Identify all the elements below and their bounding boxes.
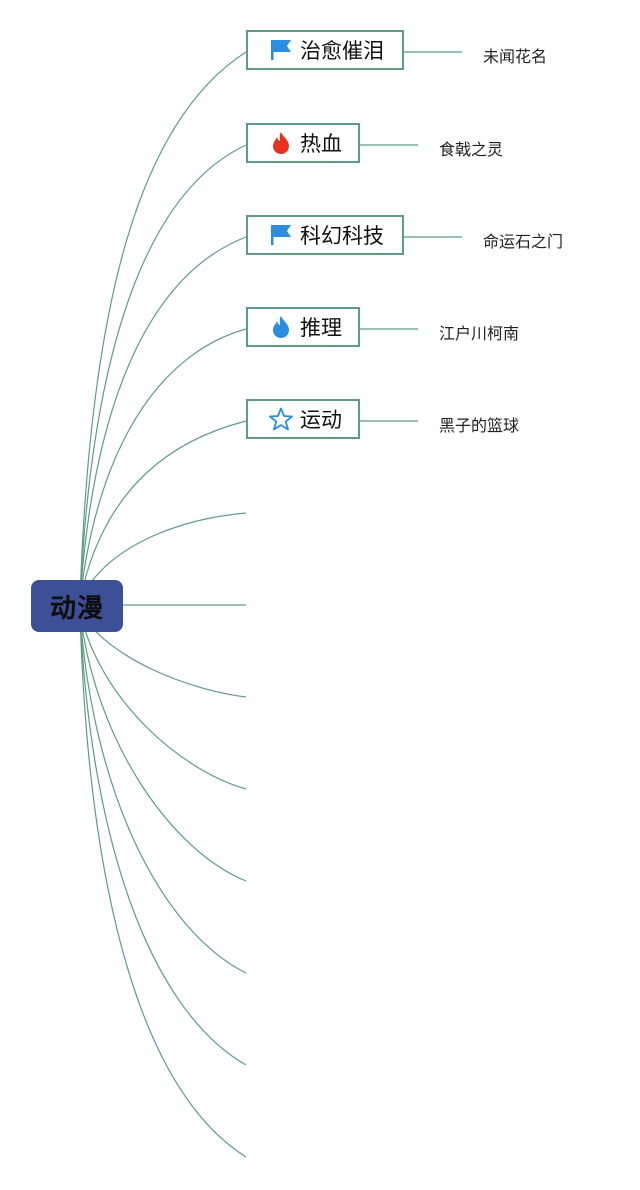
branch-label-1: 治愈催泪 <box>300 39 384 63</box>
branch-node-3[interactable]: 科幻科技 <box>246 215 404 255</box>
root-label: 动漫 <box>49 593 104 624</box>
connector-branch-1 <box>79 51 247 601</box>
leaf-label-1[interactable]: 未闻花名 <box>483 47 548 66</box>
connector-empty-4 <box>79 611 247 790</box>
connector-branch-5 <box>79 420 247 601</box>
leaf-label-5[interactable]: 黑子的篮球 <box>439 416 520 435</box>
red-fire-icon <box>268 130 294 156</box>
branch-node-5[interactable]: 运动 <box>246 399 360 439</box>
connector-branch-4 <box>79 328 247 601</box>
root-node[interactable]: 动漫 <box>31 580 123 632</box>
blue-fire-icon <box>268 314 294 340</box>
branch-label-5: 运动 <box>300 408 342 432</box>
branch-node-2[interactable]: 热血 <box>246 123 360 163</box>
leaf-label-3[interactable]: 命运石之门 <box>483 232 564 251</box>
blue-flag-icon <box>268 37 294 63</box>
connector-empty-1 <box>79 512 247 601</box>
branch-label-3: 科幻科技 <box>300 224 384 248</box>
connector-branch-2 <box>79 144 247 601</box>
connector-empty-5 <box>79 611 247 882</box>
connector-empty-6 <box>79 611 247 974</box>
branch-node-1[interactable]: 治愈催泪 <box>246 30 404 70</box>
branch-label-2: 热血 <box>300 132 342 156</box>
leaf-label-4[interactable]: 江户川柯南 <box>439 324 520 343</box>
leaf-label-2[interactable]: 食戟之灵 <box>439 140 504 159</box>
branch-node-4[interactable]: 推理 <box>246 307 360 347</box>
connector-empty-7 <box>79 611 247 1066</box>
star-outline-icon <box>268 406 294 432</box>
connector-empty-8 <box>79 611 247 1158</box>
connector-branch-3 <box>79 236 247 601</box>
blue-flag-icon <box>268 222 294 248</box>
branch-label-4: 推理 <box>300 316 342 340</box>
